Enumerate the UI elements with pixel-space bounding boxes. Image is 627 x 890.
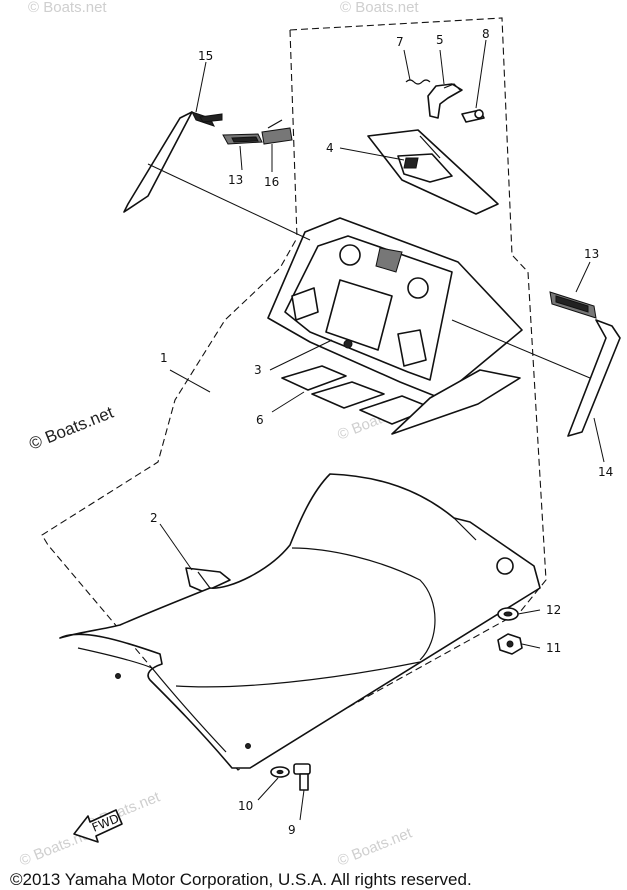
- callout-3: 3: [254, 363, 262, 377]
- callout-13-right: 13: [584, 247, 599, 261]
- part-8-screw: [461, 109, 485, 123]
- callout-11: 11: [546, 641, 561, 655]
- part-9-bolt: [293, 763, 311, 791]
- part-13-emblem-left: [222, 133, 263, 145]
- watermark-top-center: © Boats.net: [340, 0, 419, 16]
- callout-6: 6: [256, 413, 264, 427]
- part-3-seat-base: [267, 217, 523, 399]
- part-4-latch-plate: [367, 129, 499, 215]
- callout-labels: 15 13 16 7 5 8 4 3 6 1 2 13 14 12 11 10 …: [150, 27, 613, 837]
- copyright-notice: ©2013 Yamaha Motor Corporation, U.S.A. A…: [10, 870, 472, 889]
- callout-9: 9: [288, 823, 296, 837]
- callout-1: 1: [160, 351, 168, 365]
- callout-12: 12: [546, 603, 561, 617]
- callout-7: 7: [396, 35, 404, 49]
- callout-13-left: 13: [228, 173, 243, 187]
- watermark-bottom-center: © Boats.net: [335, 824, 415, 870]
- callout-4: 4: [326, 141, 334, 155]
- callout-10: 10: [238, 799, 253, 813]
- part-7-spring: [405, 79, 431, 85]
- part-11-nut: [497, 633, 523, 655]
- callout-5: 5: [436, 33, 444, 47]
- part-13-emblem-right: [549, 291, 597, 319]
- leader-lines: [147, 39, 605, 821]
- part-10-washer: [270, 766, 290, 778]
- part-6-cushion-pads: [281, 365, 521, 435]
- callout-15: 15: [198, 49, 213, 63]
- part-5-latch-hook: [427, 83, 463, 119]
- callout-2: 2: [150, 511, 158, 525]
- part-1-seat: [59, 473, 541, 769]
- callout-16: 16: [264, 175, 279, 189]
- part-15-trim-strip: [123, 111, 223, 213]
- part-2-seat-bracket: [185, 567, 231, 593]
- part-14-trim-strip: [567, 319, 621, 437]
- part-12-washer: [497, 607, 519, 621]
- callout-14: 14: [598, 465, 613, 479]
- assembly-boundary-outline: [41, 17, 547, 771]
- callout-8: 8: [482, 27, 490, 41]
- part-16-emblem: [261, 119, 293, 145]
- watermark-top-left: © Boats.net: [28, 0, 107, 16]
- assembly-boundary-join: [289, 29, 298, 239]
- watermark-main: © Boats.net: [26, 403, 116, 454]
- seat-assembly-diagram: © Boats.net © Boats.net © Boats.net © Bo…: [17, 0, 621, 870]
